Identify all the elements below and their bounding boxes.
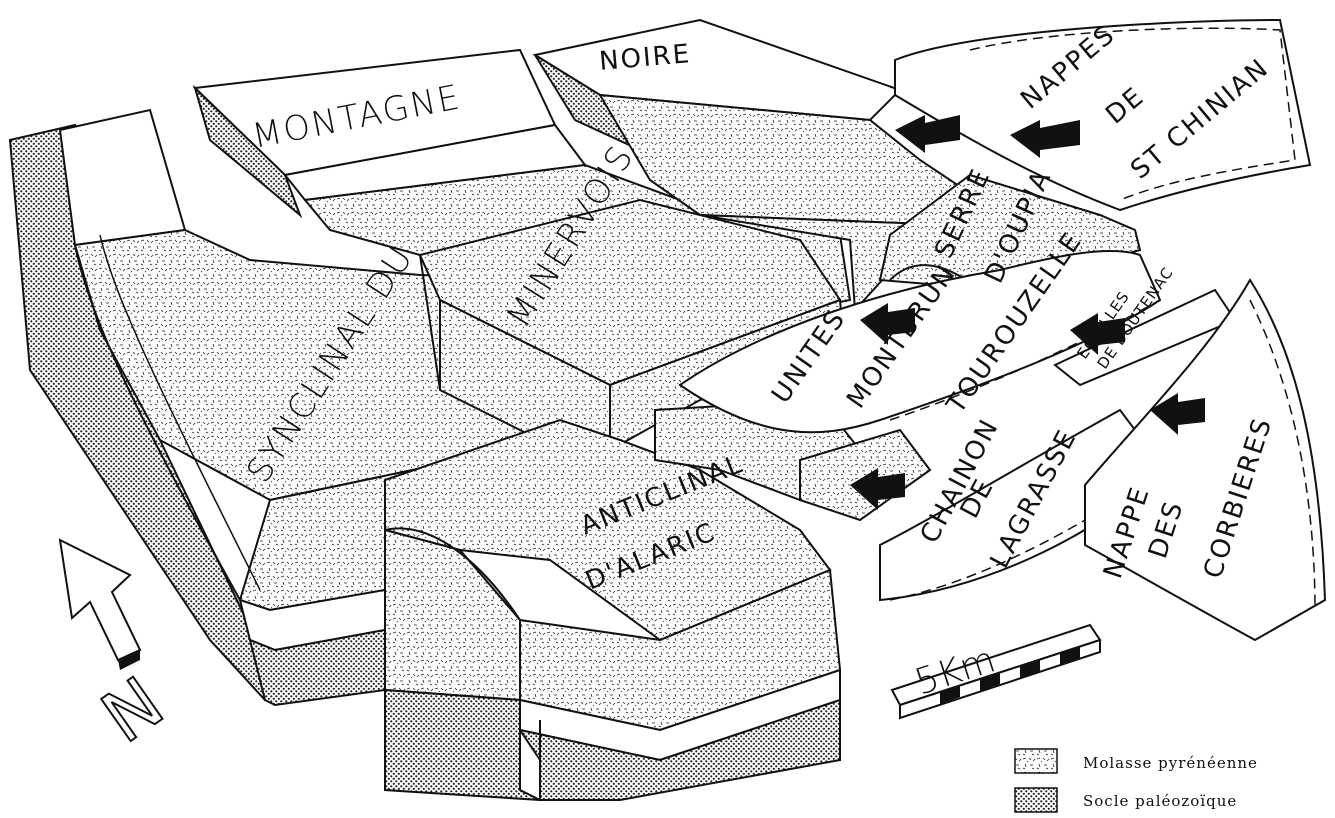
legend-label-molasse: Molasse pyrénéenne	[1083, 754, 1258, 772]
north-arrow-icon	[60, 540, 140, 660]
north-arrow: N	[60, 540, 178, 759]
legend: Molasse pyrénéenne Socle paléozoïque	[1015, 749, 1258, 812]
legend-swatch-molasse	[1015, 749, 1057, 773]
legend-swatch-socle	[1015, 788, 1057, 812]
legend-item-socle: Socle paléozoïque	[1015, 788, 1237, 812]
legend-label-socle: Socle paléozoïque	[1083, 792, 1237, 810]
scale-bar: 5Km	[892, 625, 1100, 718]
north-label: N	[88, 662, 178, 759]
legend-item-molasse: Molasse pyrénéenne	[1015, 749, 1258, 773]
